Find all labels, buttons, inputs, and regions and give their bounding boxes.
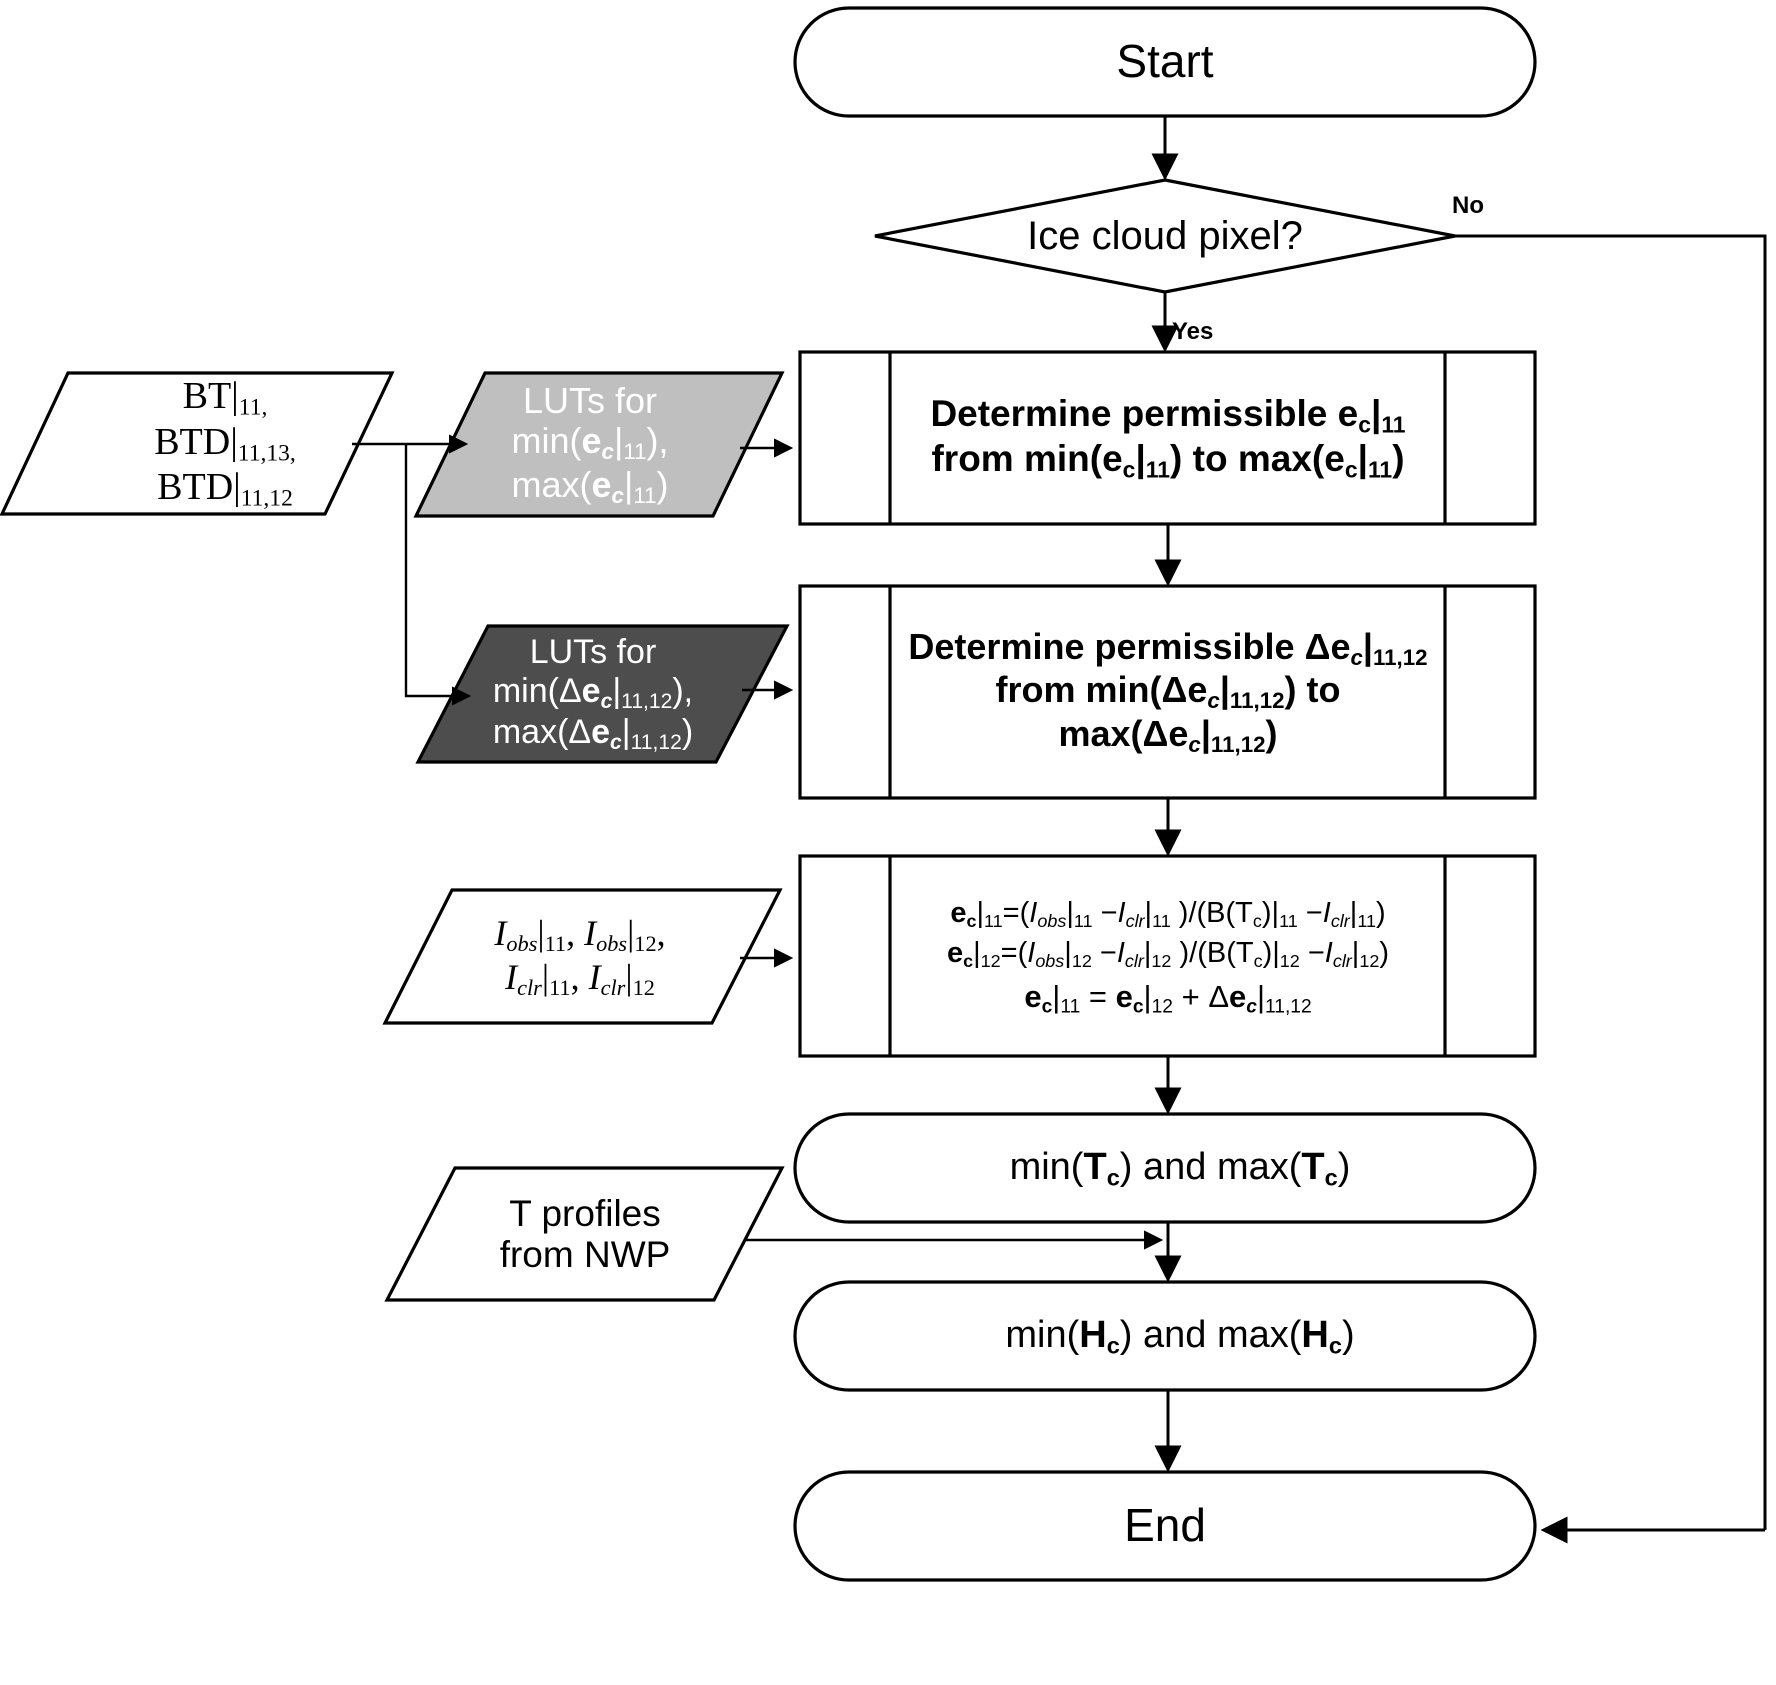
end-label: End bbox=[1124, 1499, 1206, 1552]
process-3-label: ec|11=(Iobs|11 −Iclr|11 )/(B(Tc)|11 −Icl… bbox=[946, 896, 1390, 1018]
decision-label: Ice cloud pixel? bbox=[1027, 213, 1303, 258]
output-hc-label: min(Hc) and max(Hc) bbox=[1005, 1313, 1355, 1359]
input-bt-label: BT|11,BT|11, BTD|11,13, BTD|11,12 bbox=[154, 374, 296, 513]
lut-light-label: LUTs for min(ec|11), max(ec|11) bbox=[511, 380, 669, 508]
edge-label-yes: Yes bbox=[1172, 318, 1214, 345]
lut-dark-label: LUTs for min(Δec|11,12), max(Δec|11,12) bbox=[492, 633, 694, 754]
output-tc-label: min(Tc) and max(Tc) bbox=[1009, 1145, 1351, 1191]
start-label: Start bbox=[1116, 35, 1214, 88]
input-radiances-label: Iobs|11, Iobs|12, Iclr|11, Iclr|12 bbox=[494, 913, 666, 1000]
process-2-label: Determine permissible Δec|11,12 from min… bbox=[908, 626, 1428, 757]
input-tprofiles-label: T profiles from NWP bbox=[499, 1192, 671, 1275]
edge-label-no: No bbox=[1452, 192, 1484, 219]
process-1-label: Determine permissible ec|11 from min(ec|… bbox=[930, 392, 1406, 483]
